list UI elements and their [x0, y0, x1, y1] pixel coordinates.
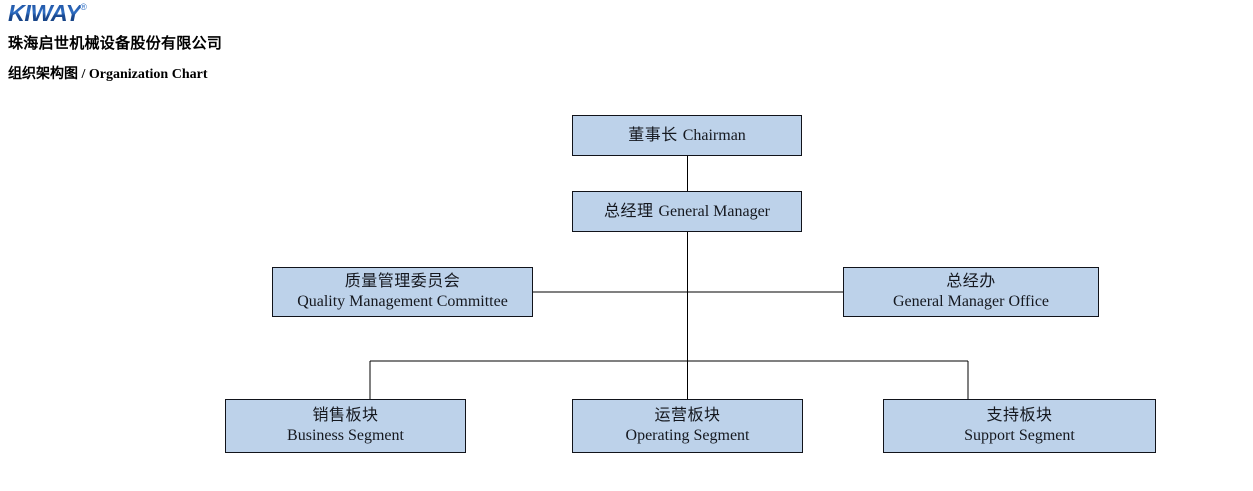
org-node-business-segment-cn: 销售板块: [312, 407, 379, 424]
kiway-logo-text: KIWAY: [8, 0, 81, 26]
org-node-general-manager-office-en: General Manager Office: [892, 293, 1050, 310]
org-node-quality-management-committee-en: Quality Management Committee: [297, 293, 508, 310]
org-node-support-segment-cn: 支持板块: [986, 407, 1053, 424]
org-node-chairman-en: Chairman: [682, 126, 746, 144]
org-node-support-segment[interactable]: 支持板块 Support Segment: [883, 399, 1156, 453]
org-node-support-segment-en: Support Segment: [964, 427, 1075, 444]
org-node-general-manager-cn: 总经理: [603, 202, 654, 220]
org-node-quality-management-committee-cn: 质量管理委员会: [344, 273, 461, 290]
org-node-operating-segment-cn: 运营板块: [654, 407, 721, 424]
org-node-general-manager[interactable]: 总经理 General Manager: [572, 191, 802, 232]
org-node-chairman-cn: 董事长: [628, 126, 678, 144]
org-node-general-manager-en: General Manager: [658, 202, 771, 220]
org-node-chairman[interactable]: 董事长 Chairman: [572, 115, 802, 156]
org-node-quality-management-committee[interactable]: 质量管理委员会 Quality Management Committee: [272, 267, 533, 317]
org-node-business-segment-en: Business Segment: [287, 427, 404, 444]
org-node-business-segment[interactable]: 销售板块 Business Segment: [225, 399, 466, 453]
org-node-operating-segment-en: Operating Segment: [625, 427, 750, 444]
org-node-general-manager-office-cn: 总经办: [946, 273, 996, 290]
registered-trademark-icon: ®: [80, 2, 87, 12]
org-node-operating-segment[interactable]: 运营板块 Operating Segment: [572, 399, 803, 453]
org-node-general-manager-office[interactable]: 总经办 General Manager Office: [843, 267, 1099, 317]
kiway-logo: KIWAY ®: [8, 2, 87, 26]
company-name: 珠海启世机械设备股份有限公司: [8, 36, 223, 52]
page-title: 组织架构图 / Organization Chart: [8, 67, 208, 82]
